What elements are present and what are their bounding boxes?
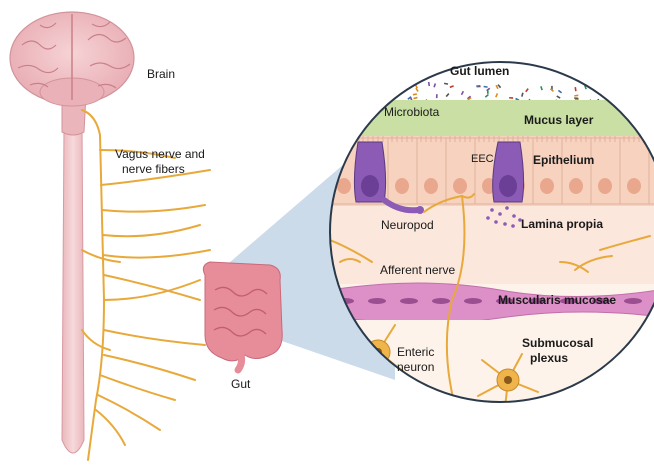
microbe — [338, 120, 339, 124]
microbe — [627, 106, 630, 109]
microbe — [371, 104, 375, 105]
cell-nucleus — [627, 178, 641, 194]
enteric-label-line1: Enteric — [397, 345, 434, 359]
microbe — [444, 83, 448, 84]
muscularis-mucosae-label: Muscularis mucosae — [498, 293, 616, 307]
microbe — [635, 112, 636, 116]
muscle-nucleus — [368, 298, 386, 304]
microbiota-label: Microbiota — [384, 105, 440, 119]
microbe — [413, 94, 417, 95]
lamina-propia-region — [330, 206, 654, 284]
microbe — [371, 106, 372, 110]
granule — [511, 224, 515, 228]
microbe — [628, 99, 631, 102]
submucosal-label-line2: plexus — [530, 351, 568, 365]
cell-nucleus — [395, 178, 409, 194]
microbe — [429, 82, 430, 86]
gut-lumen-label: Gut lumen — [450, 64, 509, 78]
microbe — [343, 98, 345, 102]
microbe — [574, 95, 578, 96]
microbe — [630, 117, 634, 119]
microbe — [648, 82, 650, 85]
microbe — [632, 87, 633, 91]
microbe — [335, 131, 337, 135]
muscle-nucleus — [624, 298, 642, 304]
epithelium-label: Epithelium — [533, 153, 594, 167]
granule — [494, 220, 498, 224]
brain — [10, 12, 134, 106]
eec-cell-right — [493, 142, 524, 202]
microbe — [376, 83, 379, 86]
cell-nucleus — [424, 178, 438, 194]
microbe — [365, 104, 366, 108]
microbe — [541, 86, 542, 90]
enteric-label-line2: neuron — [397, 360, 434, 374]
neuropod-label: Neuropod — [381, 218, 434, 232]
microbe — [336, 100, 337, 104]
cell-nucleus — [453, 178, 467, 194]
granule — [505, 206, 509, 210]
cell-nucleus — [569, 178, 583, 194]
microbe — [360, 126, 361, 130]
microbe — [650, 98, 651, 102]
granule — [486, 216, 490, 220]
brain-label: Brain — [147, 67, 175, 81]
microbe — [414, 98, 418, 99]
microbe — [364, 100, 368, 101]
muscle-nucleus — [432, 298, 450, 304]
mucus-layer-label: Mucus layer — [524, 113, 594, 127]
microbe — [620, 104, 624, 105]
microbe — [341, 121, 342, 125]
microbe — [372, 98, 376, 99]
granule — [503, 222, 507, 226]
granule — [498, 212, 502, 216]
afferent-nerve-label: Afferent nerve — [380, 263, 455, 277]
microbe — [364, 97, 365, 101]
microbe — [648, 112, 652, 114]
muscle-nucleus — [400, 298, 418, 304]
microbe — [634, 108, 635, 112]
microbe — [363, 93, 367, 95]
vagus-label-line1: Vagus nerve and — [115, 147, 205, 161]
granule — [512, 214, 516, 218]
microbe — [336, 113, 340, 114]
eec-label: EEC — [471, 153, 494, 165]
microbe — [650, 122, 654, 123]
cell-nucleus — [540, 178, 554, 194]
microbe — [341, 91, 343, 94]
spinal-cord — [62, 125, 84, 453]
microbe — [575, 87, 576, 91]
microbe — [387, 82, 391, 84]
lamina-propia-label: Lamina propia — [521, 217, 603, 231]
microbe — [362, 85, 365, 87]
microbe — [645, 97, 649, 98]
microbe — [378, 101, 382, 102]
microbe — [609, 91, 611, 95]
microbe — [522, 93, 523, 97]
muscle-nucleus — [464, 298, 482, 304]
microbe — [484, 87, 488, 88]
microbe — [335, 106, 336, 110]
microbe — [372, 102, 375, 104]
cell-nucleus — [598, 178, 612, 194]
granule — [490, 208, 494, 212]
microbe — [647, 122, 648, 126]
mucus-layer-region — [330, 100, 654, 136]
gut-organ — [203, 262, 282, 370]
cell-nucleus — [337, 178, 351, 194]
microbe — [365, 108, 368, 111]
vagus-label-line2: nerve fibers — [122, 162, 185, 176]
microbe — [382, 89, 384, 92]
microbe — [345, 109, 348, 112]
gut-label: Gut — [231, 377, 251, 391]
submucosal-label-line1: Submucosal — [522, 336, 593, 350]
